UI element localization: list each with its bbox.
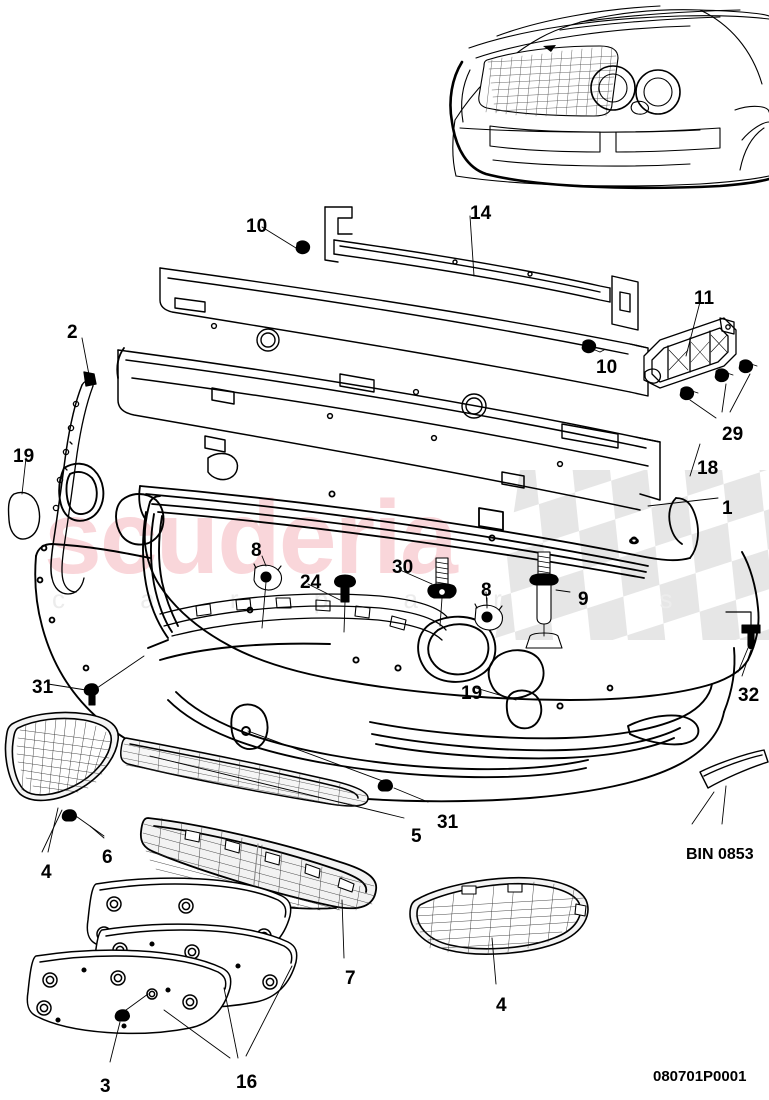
callout-30-bolt: 30 [392,557,414,578]
part-5-upper-mesh [120,737,369,807]
callout-10-upper-left: 10 [246,216,268,237]
fastener-8-right [474,597,504,631]
callout-10-lower-right: 10 [596,357,618,378]
callout-16-plate-holders: 16 [236,1072,258,1093]
callout-11-bracket: 11 [694,288,715,309]
bin-label: BIN 0853 [686,846,754,863]
leader-lines [21,215,749,853]
fastener-3-plate-screw [109,993,149,1063]
fastener-6-grille-screw [47,807,105,853]
part-4-left-grille-mesh [16,718,113,795]
callout-1-bumper-cover: 1 [722,498,733,519]
part-7-tabs [184,829,355,893]
callout-4-left-grille: 4 [41,862,52,883]
callout-18-absorber: 18 [697,458,719,479]
part-14-upper-rail [261,206,639,354]
part-4-right-grille-mesh [415,881,587,955]
vehicle-illustration [449,5,769,190]
part-code: 080701P0001 [653,1068,747,1085]
leaders-16 [163,965,293,1059]
callout-32-clip: 32 [738,685,760,706]
callout-19-right-grommet: 19 [461,683,483,704]
part-4-right-tabs [461,883,587,917]
callout-7-center-mesh: 7 [345,968,356,989]
leader-4-right [491,937,497,985]
fastener-30-bolt [427,557,457,627]
part-16-plate-holder-front [26,949,232,1035]
callout-31-center-screw: 31 [437,812,459,833]
callout-4-right-grille: 4 [496,995,507,1016]
callout-31-left-screw: 31 [32,677,54,698]
callout-2-bracket-left: 2 [67,322,78,343]
part-upper-apron [159,267,649,449]
callout-3-plate-screw: 3 [100,1076,111,1097]
fastener-31-left [83,655,145,706]
callout-6-grille-screw: 6 [102,847,113,868]
fastener-31-center [247,730,393,792]
callout-19-left-grommet: 19 [13,446,35,467]
part-bin-trim [699,749,769,825]
part-1-bumper-cover [116,347,699,579]
callout-14-upper-rail: 14 [470,203,492,224]
callout-8-left-nut: 8 [251,540,262,561]
fastener-8-left [253,563,283,629]
part-18-reinforcement [117,349,661,511]
fastener-32-clip [725,611,761,677]
callout-8-right-nut: 8 [481,580,492,601]
part-19-left-grommet [7,491,41,540]
callout-29-fasteners: 29 [722,424,744,445]
fastener-9-rivet [525,551,563,649]
part-5-mesh-texture [122,739,367,807]
part-lower-trim-strip [159,593,449,641]
part-11-bracket [643,317,758,419]
callout-5-upper-mesh: 5 [411,826,422,847]
leader-7 [341,899,345,959]
part-2-left-bracket [50,371,97,595]
part-4-right-grille [409,876,589,955]
callout-24-screw: 24 [300,572,322,593]
callout-9-rivet: 9 [578,589,589,610]
fastener-24-screw [334,574,356,633]
